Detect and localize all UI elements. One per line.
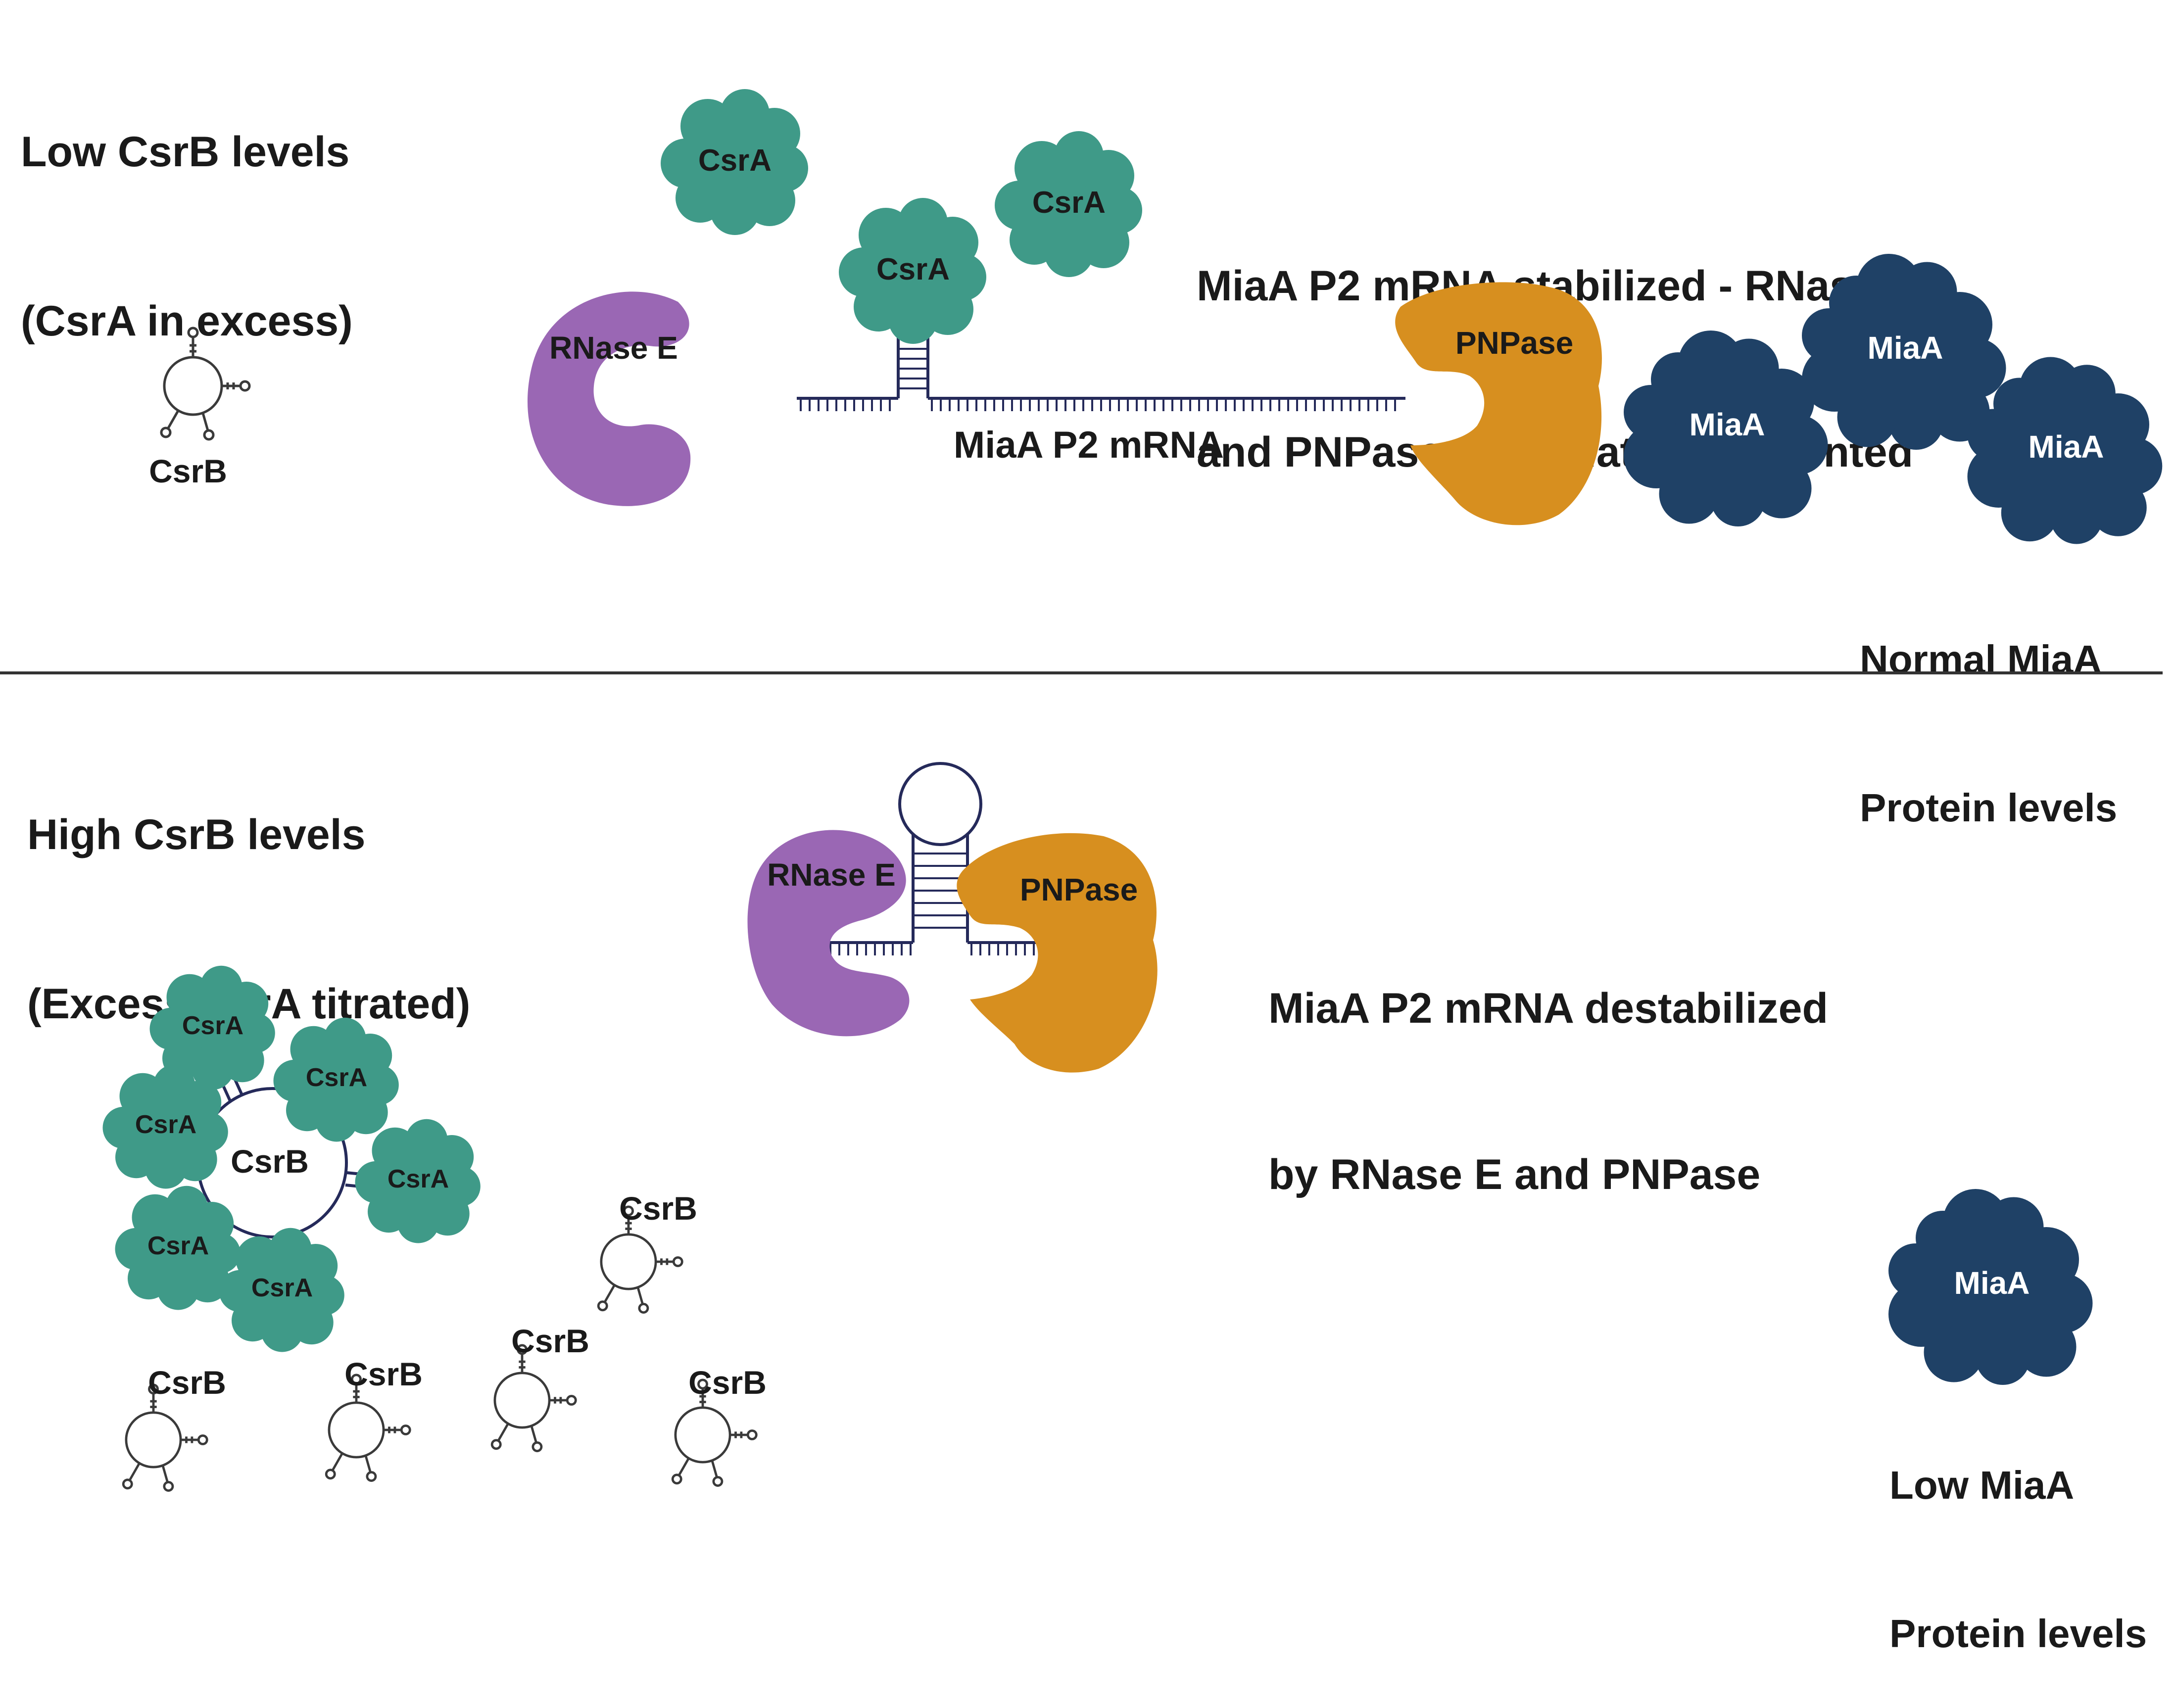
miaa-label: MiaA — [1868, 330, 1943, 366]
miaa-protein-1: MiaA — [1624, 331, 1828, 526]
csra-label: CsrA — [147, 1232, 209, 1260]
csrb-free-1: CsrB — [598, 1190, 697, 1313]
miaa-label: MiaA — [2029, 429, 2104, 465]
miaa-p2-mrna-top — [797, 322, 1405, 411]
csrb-free-3: CsrB — [123, 1364, 226, 1491]
csrb-free-2: CsrB — [492, 1323, 589, 1451]
csrb-label: CsrB — [511, 1323, 589, 1359]
bottom-outcome-line2: by RNase E and PNPase — [1268, 1151, 1761, 1198]
csrb-free-5: CsrB — [673, 1364, 767, 1486]
bottom-outcome-caption: MiaA P2 mRNA destabilized by RNase E and… — [1268, 870, 1828, 1258]
pnpase-label: PNPase — [1455, 325, 1573, 361]
csra-label: CsrA — [1032, 186, 1106, 220]
rnase-e-protein-bottom: RNase E — [747, 830, 910, 1037]
csra-bound-hairpin: CsrA — [839, 198, 986, 344]
csra-label: CsrA — [387, 1165, 449, 1193]
csrb-label: CsrB — [688, 1364, 767, 1401]
csrb-label: CsrB — [148, 1364, 226, 1401]
bottom-heading-line1: High CsrB levels — [27, 811, 366, 858]
pnpase-label: PNPase — [1020, 872, 1138, 907]
csrb-label: CsrB — [344, 1356, 423, 1392]
rnase-e-label: RNase E — [549, 330, 678, 366]
csra-protein-2: CsrA — [995, 131, 1142, 277]
top-heading: Low CsrB levels (CsrA in excess) — [21, 11, 353, 406]
top-protein-line2: Protein levels — [1860, 786, 2118, 830]
csra-label: CsrA — [698, 143, 772, 178]
miaa-protein-3: MiaA — [1967, 357, 2163, 544]
csrb-free-4: CsrB — [326, 1356, 423, 1481]
miaa-label: MiaA — [1690, 407, 1765, 442]
csrb-label: CsrB — [149, 453, 227, 489]
bottom-outcome-line1: MiaA P2 mRNA destabilized — [1268, 985, 1828, 1032]
rnase-e-label: RNase E — [767, 857, 896, 893]
csra-label: CsrA — [876, 252, 950, 286]
pnpase-protein-bottom: PNPase — [957, 833, 1158, 1073]
csra-label: CsrA — [306, 1063, 367, 1092]
csrb-free-top: CsrB — [149, 328, 249, 489]
top-protein-caption: Normal MiaA Protein levels — [1860, 536, 2117, 882]
csra-protein-1: CsrA — [661, 89, 808, 235]
bottom-protein-line2: Protein levels — [1889, 1612, 2147, 1656]
pnpase-protein-top: PNPase — [1395, 282, 1602, 525]
csra-label: CsrA — [182, 1011, 243, 1040]
csrb-label: CsrB — [619, 1190, 697, 1227]
miaa-protein-low: MiaA — [1888, 1189, 2093, 1385]
miaa-label: MiaA — [1954, 1265, 2030, 1301]
top-heading-line1: Low CsrB levels — [21, 128, 350, 176]
diagram-canvas: CsrB CsrA CsrA CsrA MiaA P2 mRNA RNase E — [0, 89, 2163, 1494]
top-heading-line2: (CsrA in excess) — [21, 297, 353, 345]
mrna-label: MiaA P2 mRNA — [954, 424, 1224, 466]
rnase-e-protein-top: RNase E — [527, 291, 691, 506]
csrb-csra-complex: CsrA CsrA CsrA CsrA CsrA CsrA CsrB — [102, 965, 481, 1352]
csrb-label: CsrB — [231, 1143, 309, 1180]
csra-label: CsrA — [251, 1274, 313, 1302]
miaa-protein-2: MiaA — [1802, 254, 2006, 450]
csra-label: CsrA — [135, 1110, 196, 1139]
